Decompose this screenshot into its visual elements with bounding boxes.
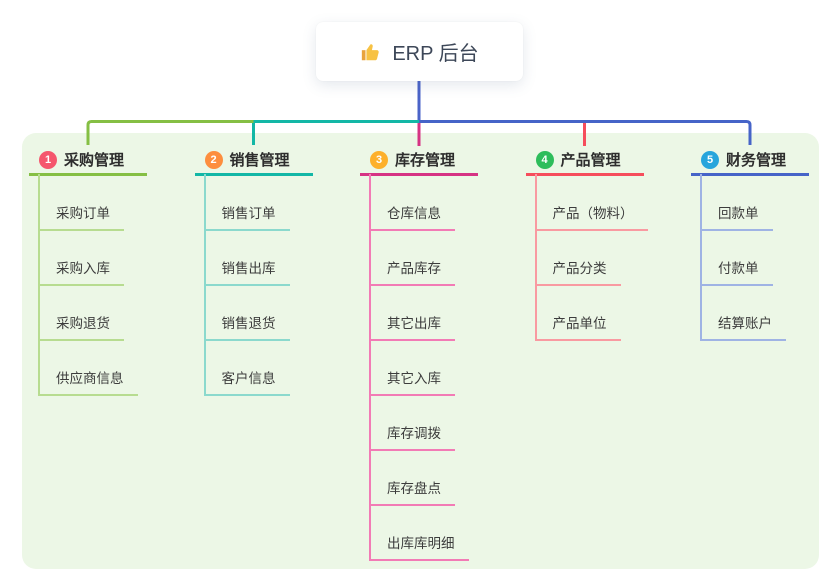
child-node-label[interactable]: 回款单 xyxy=(701,202,773,231)
branch-spine-line xyxy=(369,174,371,561)
child-node-row: 库存调拨 xyxy=(360,396,478,451)
child-node-row: 采购退货 xyxy=(29,286,147,341)
branch-header[interactable]: 4 产品管理 xyxy=(525,146,644,176)
branch-number-badge: 5 xyxy=(701,150,719,169)
child-node-label[interactable]: 仓库信息 xyxy=(370,202,455,231)
branch-column: 5 财务管理 回款单 付款单 结算账户 xyxy=(691,146,809,341)
child-node-row: 产品单位 xyxy=(526,286,644,341)
branch-column: 1 采购管理 采购订单 采购入库 采购退货 供应商信息 xyxy=(29,146,147,396)
child-node-row: 产品分类 xyxy=(526,231,644,286)
child-node-label[interactable]: 采购订单 xyxy=(39,202,124,231)
child-node-row: 采购订单 xyxy=(29,176,147,231)
branch-children: 回款单 付款单 结算账户 xyxy=(691,174,809,341)
branch-children: 仓库信息 产品库存 其它出库 其它入库 库存调拨 库存盘点 出库库明细 xyxy=(360,174,478,561)
child-node-row: 结算账户 xyxy=(691,286,809,341)
branch-column: 2 销售管理 销售订单 销售出库 销售退货 客户信息 xyxy=(194,146,313,396)
child-node-label[interactable]: 采购入库 xyxy=(39,257,124,286)
child-node-row: 其它入库 xyxy=(360,341,478,396)
child-node-label[interactable]: 销售出库 xyxy=(204,257,290,286)
child-node-label[interactable]: 付款单 xyxy=(701,257,773,286)
child-node-row: 产品库存 xyxy=(360,231,478,286)
branch-header[interactable]: 2 销售管理 xyxy=(194,146,313,176)
child-node-label[interactable]: 产品库存 xyxy=(370,257,455,286)
branch-number-badge: 3 xyxy=(370,150,388,169)
branch-children: 采购订单 采购入库 采购退货 供应商信息 xyxy=(29,174,147,396)
child-node-row: 销售出库 xyxy=(195,231,313,286)
child-node-row: 仓库信息 xyxy=(360,176,478,231)
child-node-row: 出库库明细 xyxy=(360,506,478,561)
child-node-label[interactable]: 产品分类 xyxy=(535,257,621,286)
branch-column: 3 库存管理 仓库信息 产品库存 其它出库 其它入库 库存调拨 库存盘点 出库库… xyxy=(360,146,478,561)
child-node-row: 采购入库 xyxy=(29,231,147,286)
branch-header[interactable]: 1 采购管理 xyxy=(29,146,147,176)
child-node-label[interactable]: 库存调拨 xyxy=(370,422,455,451)
thumbs-up-icon xyxy=(360,41,382,63)
child-node-label[interactable]: 其它入库 xyxy=(370,367,455,396)
child-node-row: 产品（物料） xyxy=(526,176,648,231)
branch-label: 采购管理 xyxy=(64,152,125,169)
child-node-label[interactable]: 采购退货 xyxy=(39,312,124,341)
branch-header[interactable]: 3 库存管理 xyxy=(360,146,478,176)
child-node-row: 销售退货 xyxy=(195,286,313,341)
child-node-label[interactable]: 产品（物料） xyxy=(535,202,648,231)
child-node-row: 供应商信息 xyxy=(29,341,147,396)
branch-label: 库存管理 xyxy=(395,152,456,169)
branch-label: 财务管理 xyxy=(726,152,787,169)
child-node-row: 库存盘点 xyxy=(360,451,478,506)
child-node-label[interactable]: 销售退货 xyxy=(204,312,290,341)
root-node-erp[interactable]: ERP 后台 xyxy=(316,22,523,81)
child-node-label[interactable]: 产品单位 xyxy=(535,312,621,341)
branch-label: 产品管理 xyxy=(560,152,621,169)
branch-label: 销售管理 xyxy=(229,152,290,169)
branch-spine-line xyxy=(534,174,537,341)
root-node-label: ERP 后台 xyxy=(392,43,479,65)
branch-spine-line xyxy=(700,174,702,341)
child-node-row: 回款单 xyxy=(691,176,809,231)
child-node-row: 销售订单 xyxy=(195,176,313,231)
child-node-label[interactable]: 出库库明细 xyxy=(370,532,469,561)
child-node-row: 其它出库 xyxy=(360,286,478,341)
child-node-label[interactable]: 库存盘点 xyxy=(370,477,455,506)
child-node-row: 付款单 xyxy=(691,231,809,286)
branch-number-badge: 1 xyxy=(39,150,57,169)
branch-number-badge: 2 xyxy=(204,150,223,169)
branch-header[interactable]: 5 财务管理 xyxy=(691,146,809,176)
branch-spine-line xyxy=(203,174,206,396)
child-node-label[interactable]: 供应商信息 xyxy=(39,367,138,396)
child-node-label[interactable]: 其它出库 xyxy=(370,312,455,341)
branches-panel xyxy=(22,133,819,569)
branch-column: 4 产品管理 产品（物料） 产品分类 产品单位 xyxy=(525,146,648,341)
branch-children: 销售订单 销售出库 销售退货 客户信息 xyxy=(195,174,313,396)
child-node-label[interactable]: 客户信息 xyxy=(204,367,290,396)
branch-children: 产品（物料） 产品分类 产品单位 xyxy=(526,174,648,341)
child-node-row: 客户信息 xyxy=(195,341,313,396)
child-node-label[interactable]: 销售订单 xyxy=(204,202,290,231)
child-node-label[interactable]: 结算账户 xyxy=(701,312,786,341)
branch-number-badge: 4 xyxy=(535,150,554,169)
branch-spine-line xyxy=(38,174,40,396)
